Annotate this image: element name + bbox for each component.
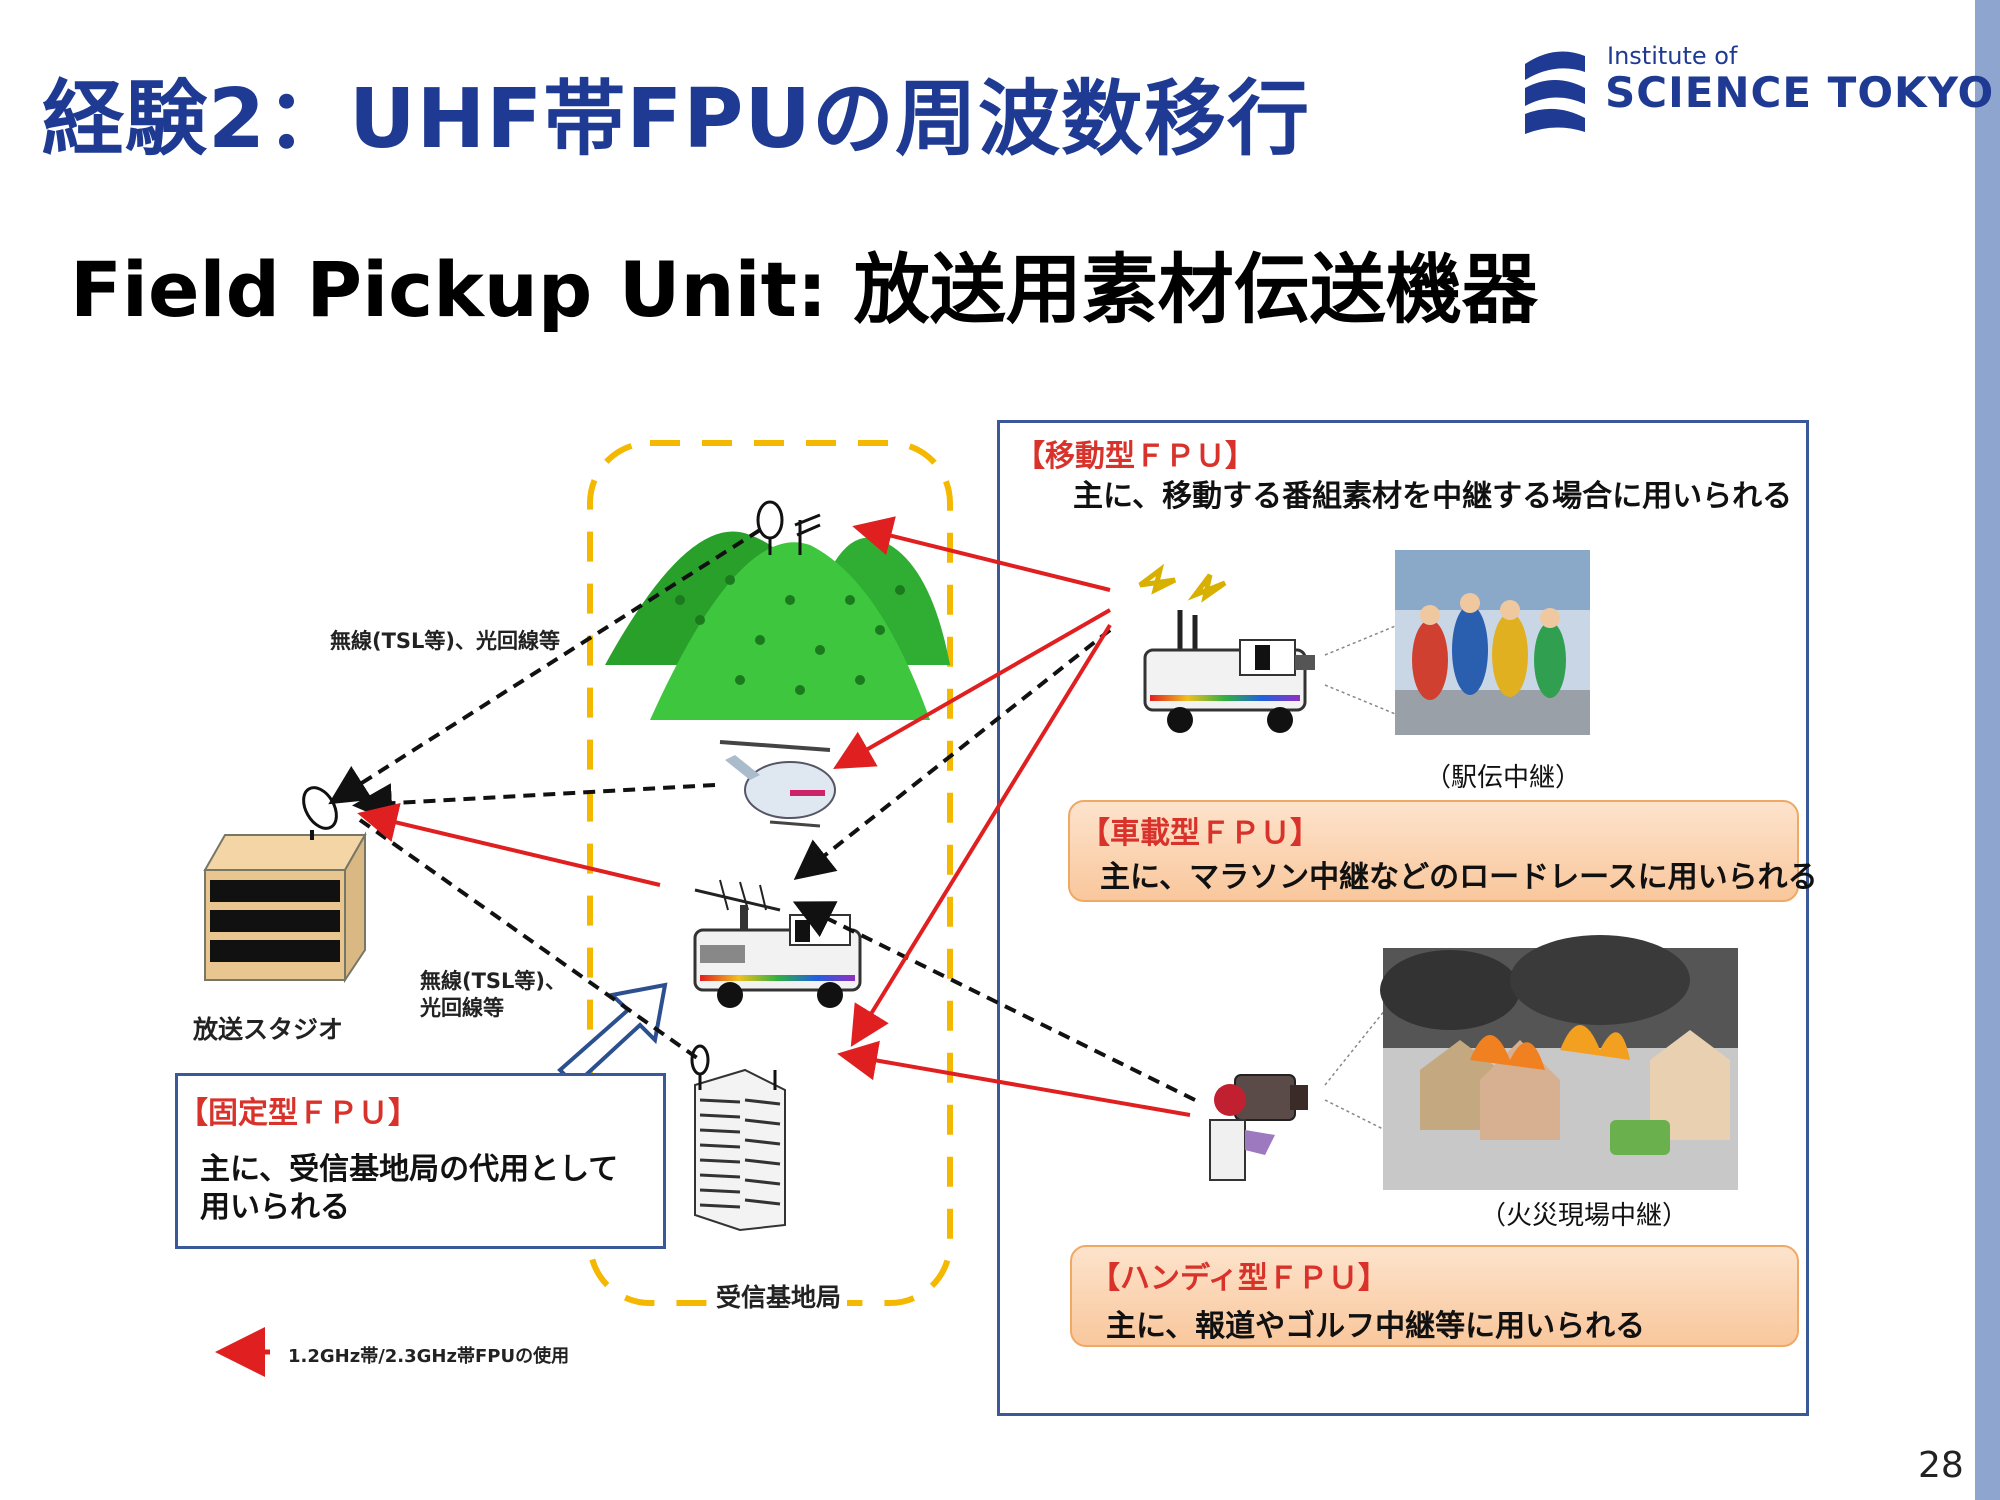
side-accent-bar bbox=[1975, 0, 2000, 1500]
mobile-fpu-title: 【移動型ＦＰＵ】 bbox=[1015, 439, 1255, 474]
fixed-fpu-box: 【固定型ＦＰＵ】 主に、受信基地局の代用として 用いられる bbox=[175, 1073, 666, 1249]
wireless-label-mid-2: 光回線等 bbox=[420, 996, 504, 1020]
mobile-fpu-desc: 主に、移動する番組素材を中継する場合に用いられる bbox=[1073, 479, 1793, 514]
fixed-fpu-desc-line1: 主に、受信基地局の代用として bbox=[200, 1152, 619, 1187]
mobile-fpu-van-icon bbox=[1138, 563, 1315, 733]
helicopter-icon bbox=[719, 740, 836, 828]
fixed-fpu-desc-line2: 用いられる bbox=[200, 1190, 350, 1225]
fixed-fpu-title: 【固定型ＦＰＵ】 bbox=[178, 1096, 418, 1131]
handy-camera-icon bbox=[1209, 1074, 1308, 1181]
ob-van-icon bbox=[693, 879, 862, 1008]
logo-text-line1: Institute of bbox=[1607, 42, 1738, 70]
legend-label: 1.2GHz帯/2.3GHz帯FPUの使用 bbox=[288, 1346, 570, 1367]
receiving-station-label: 受信基地局 bbox=[710, 1278, 848, 1314]
broadcast-studio-icon bbox=[203, 786, 367, 984]
vehicle-fpu-desc: 主に、マラソン中継などのロードレースに用いられる bbox=[1100, 860, 1818, 895]
institute-logo: Institute of SCIENCE TOKYO bbox=[1515, 40, 1993, 140]
relay-building-icon bbox=[690, 1044, 786, 1232]
page-number: 28 bbox=[1918, 1445, 1964, 1486]
logo-mark-icon bbox=[1525, 51, 1585, 134]
vehicle-fpu-box: 【車載型ＦＰＵ】 主に、マラソン中継などのロードレースに用いられる bbox=[1068, 800, 1818, 902]
mountain-icon bbox=[605, 531, 950, 720]
slide-subtitle: Field Pickup Unit: 放送用素材伝送機器 bbox=[70, 245, 1538, 334]
vehicle-fpu-title: 【車載型ＦＰＵ】 bbox=[1080, 816, 1320, 851]
studio-label: 放送スタジオ bbox=[193, 1015, 344, 1044]
mountain-dish-icon bbox=[756, 500, 821, 555]
handy-fpu-title: 【ハンディ型ＦＰＵ】 bbox=[1090, 1261, 1388, 1296]
ekiden-caption: （駅伝中継） bbox=[1425, 763, 1582, 793]
slide-title: 経験2：UHF帯FPUの周波数移行 bbox=[42, 72, 1310, 167]
handy-fpu-box: 【ハンディ型ＦＰＵ】 主に、報道やゴルフ中継等に用いられる bbox=[1070, 1245, 1799, 1347]
receiving-area-outline bbox=[587, 440, 953, 1306]
wireless-label-top: 無線(TSL等)、光回線等 bbox=[330, 629, 561, 653]
fire-scene-photo bbox=[1380, 935, 1738, 1190]
ekiden-photo bbox=[1395, 550, 1590, 735]
fire-caption: （火災現場中継） bbox=[1480, 1201, 1689, 1231]
wireless-label-mid-1: 無線(TSL等)、 bbox=[420, 969, 567, 993]
handy-fpu-desc: 主に、報道やゴルフ中継等に用いられる bbox=[1106, 1309, 1646, 1344]
logo-text-line2: SCIENCE TOKYO bbox=[1605, 68, 1995, 117]
